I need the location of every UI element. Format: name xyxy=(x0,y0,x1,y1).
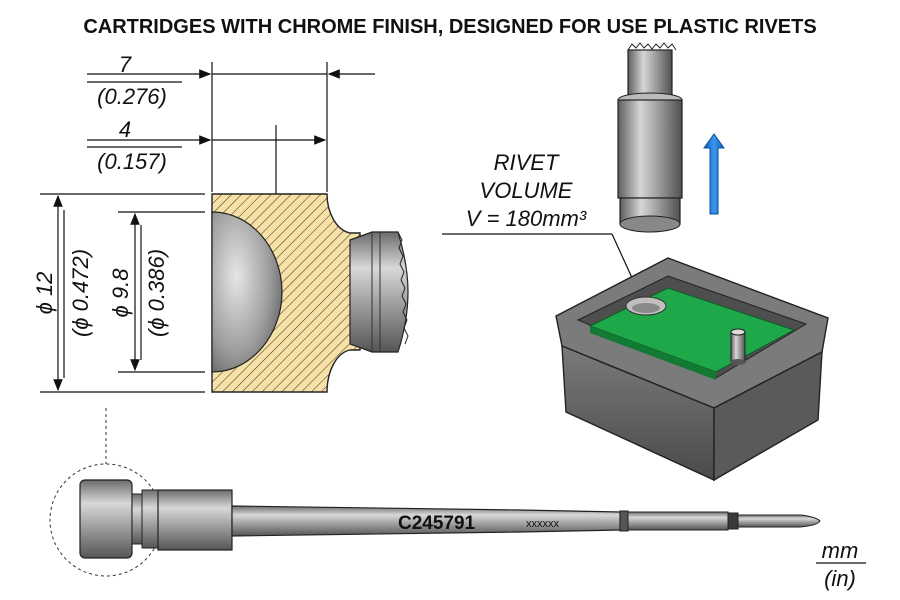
diameter-dimensions xyxy=(40,193,205,393)
width-dimensions xyxy=(87,62,375,268)
dia-outer-in: (ϕ 0.472) xyxy=(68,249,93,337)
width-outer-mm: 7 xyxy=(119,52,132,77)
cartridge-code: C245791 xyxy=(398,513,476,534)
rivet-label-line2: VOLUME xyxy=(480,178,573,203)
cartridge-illustration xyxy=(49,408,821,577)
unit-in: (in) xyxy=(824,566,856,591)
nozzle-illustration xyxy=(617,42,683,233)
cartridge-serial: xxxxxx xyxy=(526,518,560,530)
tip-cross-section xyxy=(211,193,409,393)
dia-inner-mm: ϕ 9.8 xyxy=(108,268,133,318)
page-title: CARTRIDGES WITH CHROME FINISH, DESIGNED … xyxy=(83,16,816,38)
up-arrow-icon xyxy=(703,133,725,215)
rivet-label-line3: V = 180mm³ xyxy=(466,206,587,231)
width-inner-mm: 4 xyxy=(119,117,131,142)
width-outer-in: (0.276) xyxy=(97,84,167,109)
dia-inner-in: (ϕ 0.386) xyxy=(144,249,169,337)
dia-outer-mm: ϕ 12 xyxy=(32,272,57,315)
unit-mm: mm xyxy=(822,538,859,563)
width-inner-in: (0.157) xyxy=(97,149,167,174)
rivet-label-line1: RIVET xyxy=(494,150,560,175)
pcb-housing-illustration xyxy=(555,257,829,482)
